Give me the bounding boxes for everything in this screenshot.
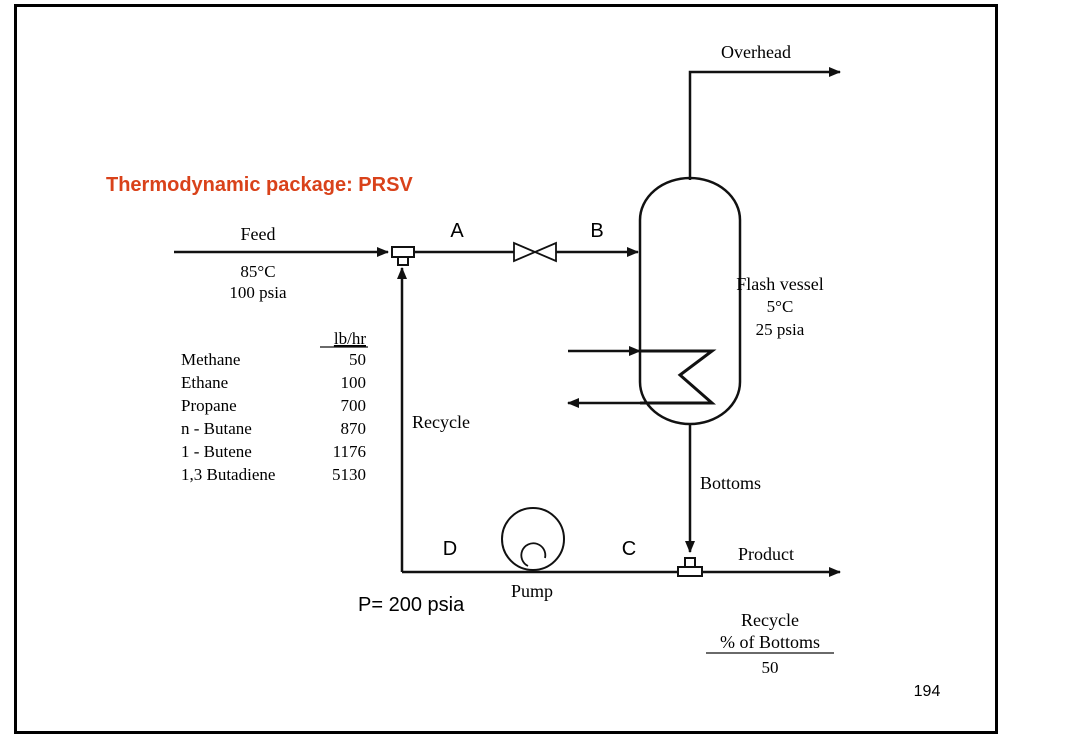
pump-label: Pump xyxy=(511,581,553,601)
product-label: Product xyxy=(738,544,794,564)
pressure-note: P= 200 psia xyxy=(358,594,465,616)
component-name: 1 - Butene xyxy=(181,442,252,461)
bottoms-label: Bottoms xyxy=(700,473,761,493)
feed-temperature: 85°C xyxy=(240,262,275,281)
recycle-spec-title: Recycle xyxy=(741,610,799,630)
component-name: Propane xyxy=(181,396,237,415)
component-name: 1,3 Butadiene xyxy=(181,465,275,484)
feed-label: Feed xyxy=(241,224,276,244)
recycle-spec-basis: % of Bottoms xyxy=(720,632,820,652)
stream-b-label: B xyxy=(590,220,603,242)
component-flow: 700 xyxy=(341,396,367,415)
recycle-spec-value: 50 xyxy=(762,658,779,677)
valve-icon xyxy=(513,241,557,263)
mixer-tee xyxy=(391,246,415,266)
overhead-label: Overhead xyxy=(721,42,791,62)
flash-vessel xyxy=(638,176,742,426)
flash-vessel-pressure: 25 psia xyxy=(756,320,805,339)
splitter-tee xyxy=(677,557,703,577)
heat-exchanger-coil xyxy=(567,346,717,408)
slide-frame xyxy=(14,4,998,734)
stream-d-label: D xyxy=(443,538,457,560)
component-flow: 870 xyxy=(341,419,367,438)
page-number: 194 xyxy=(914,683,941,700)
component-flow: 5130 xyxy=(332,465,366,484)
pump-icon xyxy=(501,507,565,571)
recycle-label: Recycle xyxy=(412,412,470,432)
component-name: Ethane xyxy=(181,373,228,392)
component-flow: 100 xyxy=(341,373,367,392)
stream-a-label: A xyxy=(450,220,464,242)
component-name: Methane xyxy=(181,350,240,369)
flash-vessel-temperature: 5°C xyxy=(767,297,794,316)
component-flow: 1176 xyxy=(333,442,366,461)
flash-vessel-label: Flash vessel xyxy=(736,274,824,294)
component-name: n - Butane xyxy=(181,419,252,438)
stream-c-label: C xyxy=(622,538,636,560)
overhead-line xyxy=(688,67,841,180)
units-header: lb/hr xyxy=(334,329,366,348)
component-flow: 50 xyxy=(349,350,366,369)
feed-pressure: 100 psia xyxy=(229,283,287,302)
diagram-title: Thermodynamic package: PRSV xyxy=(106,174,413,196)
